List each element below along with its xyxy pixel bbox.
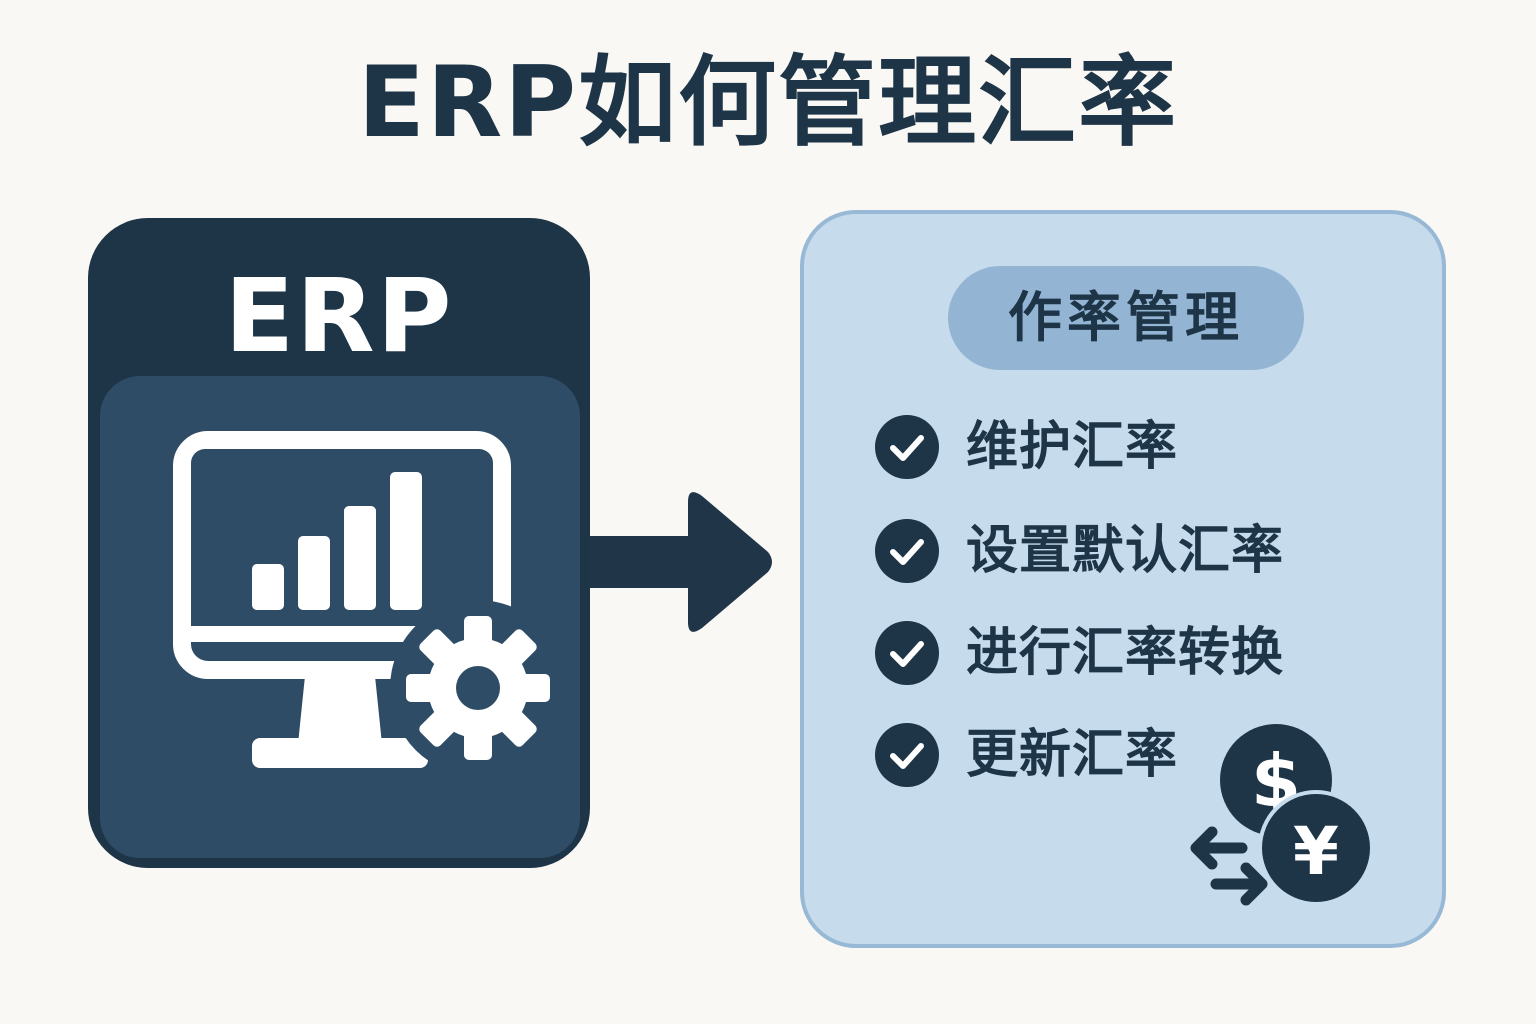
check-icon [875, 621, 939, 685]
feature-label: 设置默认汇率 [966, 521, 1285, 581]
currency-exchange-icon: $ ¥ [1190, 724, 1374, 906]
bar-chart-icon [252, 472, 422, 610]
erp-card-title: ERP [224, 257, 454, 376]
erp-card: ERP [88, 218, 590, 868]
check-icon [875, 415, 939, 479]
rate-management-panel: 作率管理 维护汇率 设置默认汇率 进行汇率转换 [800, 210, 1446, 948]
list-item: 进行汇率转换 [874, 620, 1374, 690]
list-item: 设置默认汇率 [874, 518, 1374, 588]
monitor-icon [173, 431, 566, 776]
yen-coin-icon: ¥ [1258, 790, 1374, 906]
erp-panel [100, 376, 580, 858]
feature-label: 更新汇率 [966, 725, 1179, 785]
page-title: ERP如何管理汇率 [357, 46, 1179, 160]
check-icon [875, 723, 939, 787]
list-item: 维护汇率 [874, 414, 1374, 484]
check-icon [875, 519, 939, 583]
panel-header: 作率管理 [948, 266, 1304, 370]
yen-symbol: ¥ [1293, 813, 1339, 890]
gear-icon [390, 600, 566, 776]
list-item: 更新汇率 [874, 722, 1374, 792]
exchange-arrows-icon [1190, 826, 1268, 906]
feature-label: 进行汇率转换 [966, 623, 1285, 683]
right-arrow-icon [588, 492, 772, 632]
feature-label: 维护汇率 [966, 417, 1179, 477]
